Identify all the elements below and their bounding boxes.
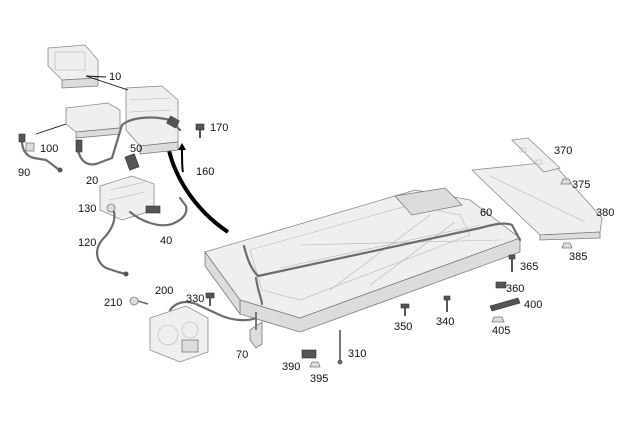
control-unit — [125, 85, 179, 155]
callout-200: 200 — [155, 285, 173, 297]
cable-20 — [75, 115, 182, 166]
callout-385: 385 — [569, 251, 587, 263]
battery-tray — [204, 187, 521, 333]
callout-20: 20 — [86, 175, 98, 187]
part-360-clip — [495, 281, 507, 289]
callout-100: 100 — [40, 143, 58, 155]
part-350-bolt — [400, 303, 410, 316]
callout-40: 40 — [160, 235, 172, 247]
callout-375: 375 — [572, 179, 590, 191]
callout-labels: 10 20 40 50 60 70 90 100 120 130 160 170… — [18, 71, 614, 385]
drive-unit — [149, 305, 209, 363]
cable-40 — [128, 196, 188, 227]
part-370-bracket — [511, 137, 561, 173]
cable-200 — [168, 300, 258, 322]
part-375-nut — [560, 178, 572, 185]
callout-365: 365 — [520, 261, 538, 273]
part-365-bolt — [508, 254, 516, 272]
callout-360: 360 — [506, 283, 524, 295]
callout-310: 310 — [348, 348, 366, 360]
callout-210: 210 — [104, 297, 122, 309]
callout-60: 60 — [480, 207, 492, 219]
part-170-bolt — [195, 123, 205, 138]
part-330-bolt — [205, 292, 215, 306]
part-210-terminal — [129, 296, 149, 306]
callout-170: 170 — [210, 122, 228, 134]
callout-390: 390 — [282, 361, 300, 373]
part-100-clip — [25, 142, 35, 152]
callout-395: 395 — [310, 373, 328, 385]
callout-120: 120 — [78, 237, 96, 249]
cover-plate — [65, 102, 121, 139]
part-385-nut — [561, 242, 573, 249]
callout-160: 160 — [196, 166, 214, 178]
part-70-bracket — [249, 312, 263, 349]
callout-330: 330 — [186, 293, 204, 305]
cable-120 — [96, 210, 129, 277]
callout-10: 10 — [109, 71, 121, 83]
part-310-rod — [337, 330, 343, 365]
part-10-module — [47, 44, 99, 89]
callout-380: 380 — [596, 207, 614, 219]
callout-405: 405 — [492, 325, 510, 337]
part-130-fitting — [106, 203, 116, 213]
callout-70: 70 — [236, 349, 248, 361]
callout-370: 370 — [554, 145, 572, 157]
part-395-nut — [309, 361, 321, 368]
cable-60 — [242, 222, 522, 306]
part-390-clip — [301, 349, 317, 359]
part-90-cable — [18, 133, 63, 173]
callout-50: 50 — [130, 143, 142, 155]
callout-130: 130 — [78, 203, 96, 215]
callout-400: 400 — [524, 299, 542, 311]
small-arrow — [178, 143, 186, 173]
part-405-nut — [491, 316, 505, 323]
callout-90: 90 — [18, 167, 30, 179]
leader-lines — [35, 75, 129, 135]
part-340-bolt — [443, 295, 451, 312]
callout-350: 350 — [394, 321, 412, 333]
junction-box — [99, 175, 155, 221]
part-400-strip — [489, 297, 521, 312]
part-50-connector — [124, 153, 140, 171]
callout-340: 340 — [436, 316, 454, 328]
